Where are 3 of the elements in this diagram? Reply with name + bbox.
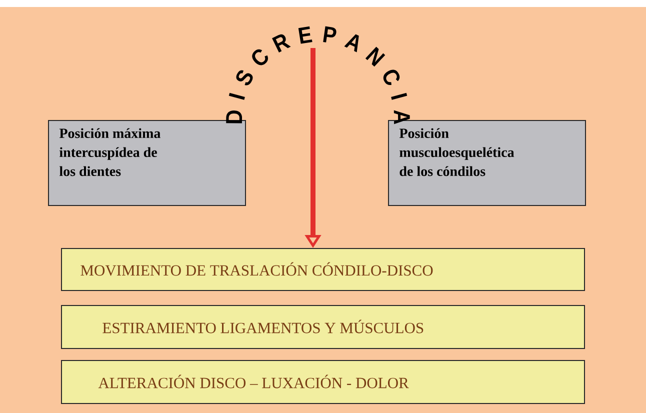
step-box: ALTERACIÓN DISCO – LUXACIÓN - DOLOR (61, 360, 585, 404)
step-box: MOVIMIENTO DE TRASLACIÓN CÓNDILO-DISCO (61, 248, 585, 291)
step-box: ESTIRAMIENTO LIGAMENTOS Y MÚSCULOS (61, 305, 585, 349)
